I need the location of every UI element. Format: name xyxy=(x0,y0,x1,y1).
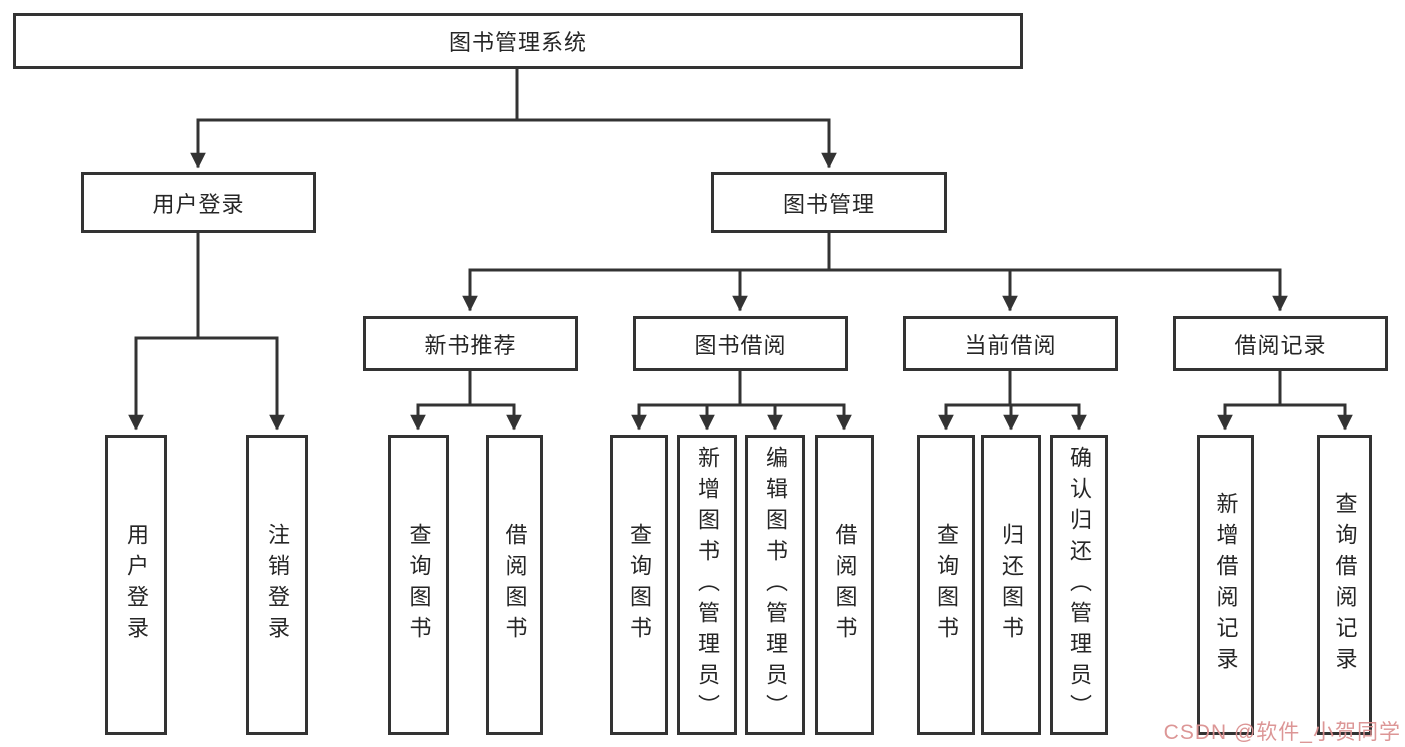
csdn-watermark: CSDN @软件_小贺同学 xyxy=(1163,721,1401,744)
connector-newbook-children xyxy=(410,369,522,431)
connector-records-children xyxy=(1217,369,1353,431)
connector-borrow-children xyxy=(631,369,852,431)
node-current-borrowing: 当前借阅 xyxy=(903,316,1118,371)
leaf-logout: 注销登录 xyxy=(246,435,308,735)
leaf-query-books: 查询图书 xyxy=(388,435,449,735)
leaf-return-books: 归还图书 xyxy=(981,435,1041,735)
node-new-book-recommendation: 新书推荐 xyxy=(363,316,578,371)
leaf-edit-books-admin: 编辑图书（管理员） xyxy=(745,435,805,735)
leaf-borrow-books: 借阅图书 xyxy=(486,435,543,735)
leaf-add-books-admin: 新增图书（管理员） xyxy=(677,435,737,735)
leaf-query-books: 查询图书 xyxy=(917,435,975,735)
leaf-user-login: 用户登录 xyxy=(105,435,167,735)
node-borrowing-records: 借阅记录 xyxy=(1173,316,1388,371)
leaf-query-books: 查询图书 xyxy=(610,435,668,735)
leaf-add-borrow-record: 新增借阅记录 xyxy=(1197,435,1254,735)
leaf-query-borrow-record: 查询借阅记录 xyxy=(1317,435,1372,735)
leaf-confirm-return-admin: 确认归还（管理员） xyxy=(1050,435,1108,735)
connector-user-login-children xyxy=(128,231,285,431)
connector-book-mgmt-sections xyxy=(462,231,1288,312)
node-library-system: 图书管理系统 xyxy=(13,13,1023,69)
leaf-borrow-books: 借阅图书 xyxy=(815,435,874,735)
node-book-borrowing: 图书借阅 xyxy=(633,316,848,371)
connector-root-to-level2 xyxy=(190,67,837,169)
node-book-management: 图书管理 xyxy=(711,172,947,233)
node-user-login: 用户登录 xyxy=(81,172,316,233)
connector-current-children xyxy=(938,369,1087,431)
